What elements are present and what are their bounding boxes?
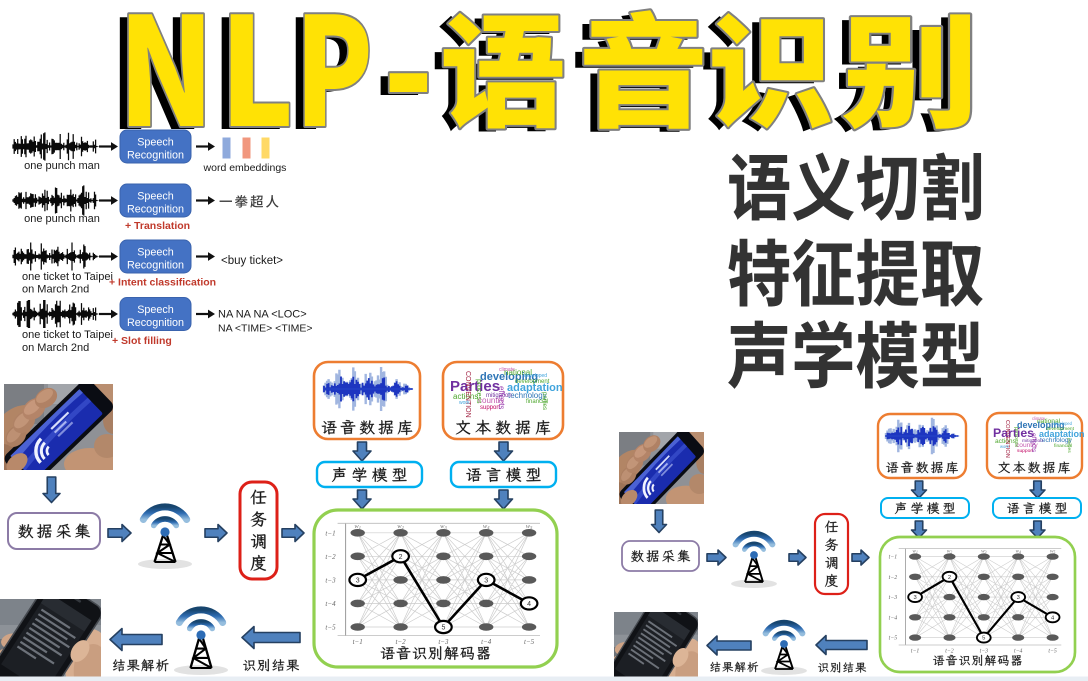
- svg-text:4: 4: [527, 601, 531, 608]
- svg-text:one ticket to Taipei: one ticket to Taipei: [22, 329, 113, 341]
- svg-text:w1: w1: [354, 523, 361, 530]
- svg-text:developed: developed: [1053, 421, 1073, 426]
- svg-text:w4: w4: [1015, 549, 1021, 555]
- svg-text:Speech: Speech: [137, 304, 174, 316]
- svg-text:word embeddings: word embeddings: [203, 162, 287, 174]
- svg-text:Speech: Speech: [137, 247, 174, 259]
- svg-text:CONVENTION: CONVENTION: [464, 371, 471, 418]
- svg-text:on March 2nd: on March 2nd: [22, 284, 89, 296]
- svg-text:t−3: t−3: [980, 648, 989, 654]
- svg-text:development: development: [515, 379, 550, 385]
- svg-text:process: process: [1013, 427, 1019, 447]
- svg-text:+ Translation: + Translation: [125, 220, 190, 232]
- svg-text:t−2: t−2: [325, 553, 336, 561]
- svg-text:4: 4: [1051, 616, 1055, 622]
- svg-text:3: 3: [356, 578, 360, 585]
- svg-text:climate: climate: [499, 367, 515, 373]
- svg-text:financial: financial: [1054, 443, 1072, 449]
- svg-text:actions: actions: [995, 438, 1017, 445]
- svg-text:w5: w5: [526, 523, 533, 530]
- svg-text:actions: actions: [453, 392, 478, 401]
- svg-text:technology: technology: [508, 391, 547, 400]
- svg-text:CONVENTION: CONVENTION: [1004, 420, 1010, 458]
- svg-text:Recognition: Recognition: [127, 204, 184, 216]
- svg-text:t−5: t−5: [889, 636, 898, 642]
- svg-text:3: 3: [1017, 595, 1020, 601]
- svg-text:effects: effects: [497, 386, 506, 409]
- svg-text:t−3: t−3: [889, 595, 898, 601]
- svg-text:country: country: [1016, 442, 1038, 449]
- svg-text:t−5: t−5: [325, 624, 336, 632]
- svg-text:NA NA NA <LOC>: NA NA NA <LOC>: [218, 309, 307, 321]
- svg-text:w4: w4: [483, 523, 490, 530]
- svg-text:one punch man: one punch man: [24, 213, 100, 225]
- svg-text:t−4: t−4: [325, 600, 336, 608]
- svg-text:one punch man: one punch man: [24, 160, 100, 172]
- svg-text:effects: effects: [1030, 433, 1037, 453]
- svg-text:t−2: t−2: [396, 638, 407, 646]
- svg-text:5: 5: [982, 636, 985, 642]
- svg-text:+ Slot filling: + Slot filling: [112, 335, 172, 347]
- svg-text:support: support: [1017, 448, 1034, 454]
- svg-text:national: national: [504, 368, 532, 377]
- svg-text:t−5: t−5: [524, 638, 535, 646]
- svg-text:Parties: Parties: [450, 378, 500, 395]
- svg-text:NA <TIME> <TIME>: NA <TIME> <TIME>: [218, 323, 313, 335]
- svg-text:t−1: t−1: [889, 555, 898, 561]
- svg-text:w5: w5: [1050, 549, 1056, 555]
- svg-text:w1: w1: [912, 549, 918, 555]
- svg-text:financial: financial: [526, 399, 548, 405]
- svg-text:Recognition: Recognition: [127, 317, 184, 329]
- svg-text:development: development: [1046, 426, 1075, 432]
- svg-text:Recognition: Recognition: [127, 150, 184, 162]
- svg-text:technology: technology: [1040, 437, 1073, 444]
- svg-text:t−1: t−1: [353, 638, 363, 646]
- svg-text:t−5: t−5: [1048, 648, 1057, 654]
- svg-text:w2: w2: [397, 523, 404, 530]
- svg-text:Recognition: Recognition: [127, 260, 184, 272]
- svg-text:w2: w2: [947, 549, 953, 555]
- svg-text:work: work: [459, 400, 470, 406]
- svg-text:climate: climate: [1032, 416, 1046, 421]
- svg-text:2: 2: [948, 575, 951, 581]
- svg-text:t−2: t−2: [889, 575, 898, 581]
- svg-text:3: 3: [913, 595, 916, 601]
- svg-text:national: national: [1037, 418, 1061, 425]
- svg-text:adaptation: adaptation: [1039, 429, 1085, 439]
- svg-text:5: 5: [441, 625, 445, 632]
- svg-text:support: support: [480, 405, 500, 411]
- svg-text:mitigation: mitigation: [486, 393, 512, 399]
- svg-text:+ Intent classification: + Intent classification: [109, 277, 216, 289]
- svg-text:t−2: t−2: [945, 648, 954, 654]
- svg-text:w3: w3: [981, 549, 987, 555]
- svg-text:developed: developed: [524, 373, 547, 379]
- svg-text:t−3: t−3: [325, 576, 336, 584]
- svg-text:t−4: t−4: [1014, 647, 1023, 654]
- svg-text:on March 2nd: on March 2nd: [22, 342, 89, 354]
- svg-text:mitigation: mitigation: [1022, 438, 1043, 444]
- svg-text:developing: developing: [480, 371, 538, 383]
- svg-text:t−4: t−4: [481, 638, 492, 646]
- svg-text:t−1: t−1: [325, 529, 335, 537]
- svg-text:w3: w3: [440, 523, 447, 530]
- svg-text:t−4: t−4: [889, 614, 898, 621]
- svg-text:country: country: [478, 396, 504, 405]
- svg-text:Parties: Parties: [993, 426, 1034, 440]
- svg-text:one ticket to Taipei: one ticket to Taipei: [22, 271, 113, 283]
- svg-text:parties: parties: [541, 392, 547, 410]
- svg-text:<buy ticket>: <buy ticket>: [221, 255, 283, 267]
- svg-text:developing: developing: [1017, 420, 1065, 430]
- svg-text:work: work: [1000, 444, 1010, 449]
- svg-text:Speech: Speech: [137, 137, 174, 149]
- svg-text:Speech: Speech: [137, 191, 174, 203]
- svg-text:process: process: [475, 379, 482, 404]
- svg-text:t−3: t−3: [438, 638, 449, 646]
- svg-text:3: 3: [484, 578, 488, 585]
- svg-text:t−1: t−1: [911, 648, 920, 654]
- svg-text:adaptation: adaptation: [507, 382, 563, 394]
- svg-text:2: 2: [399, 554, 403, 561]
- svg-text:parties: parties: [1066, 438, 1072, 453]
